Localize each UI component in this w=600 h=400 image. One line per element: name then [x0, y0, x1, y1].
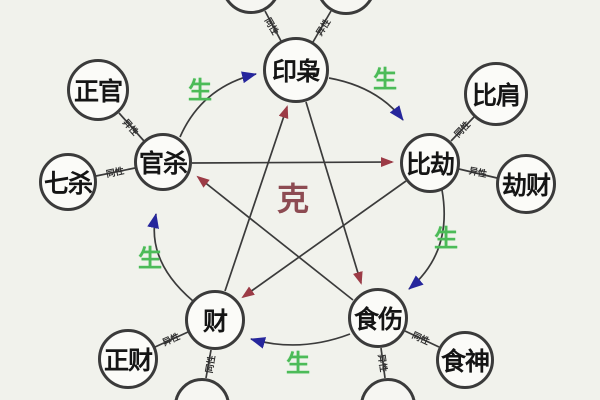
generate-label-bijie-shishang: 生	[434, 224, 458, 253]
node-guansha: 官杀	[134, 133, 192, 191]
node-shishen-label: 食神	[440, 347, 490, 376]
generate-arrow-bijie-to-shishang	[408, 189, 446, 290]
connector-zhengcai-cai	[154, 331, 189, 348]
generate-arrow-yinxiao-to-bijie	[328, 77, 404, 121]
relation-label-bottom-right: 异性	[375, 353, 388, 373]
node-zhengguan-label: 正官	[73, 77, 123, 106]
overcome-arrow-guansha-to-bijie	[191, 157, 394, 168]
overcome-center-label: 克	[276, 180, 310, 218]
connector-qisha-guansha	[95, 167, 136, 177]
generate-arrow-guansha-to-yinxiao	[179, 71, 257, 138]
node-shishang-label: 食伤	[353, 305, 403, 334]
node-zhengcai-label: 正财	[103, 346, 153, 375]
connector-shishen-shishang	[404, 330, 440, 348]
node-bijian-label: 比肩	[471, 81, 521, 110]
node-shishang: 食伤	[348, 288, 408, 348]
node-guansha-label: 官杀	[138, 149, 188, 178]
node-bijian: 比肩	[464, 62, 528, 126]
node-cai: 财	[185, 290, 245, 350]
node-qisha-label: 七杀	[43, 169, 93, 198]
node-jiecai: 劫财	[496, 154, 556, 214]
node-bijie: 比劫	[400, 133, 460, 193]
connector-zhengguan-guansha	[118, 112, 145, 142]
generate-arrow-cai-to-guansha	[147, 213, 194, 302]
generate-arrow-shishang-to-cai	[250, 333, 351, 349]
node-shishen: 食神	[436, 331, 494, 389]
overcome-arrow-cai-to-yinxiao	[224, 105, 289, 292]
connector-bottomright-shishang	[380, 347, 386, 379]
node-yinxiao-label: 印枭	[271, 57, 321, 86]
node-qisha: 七杀	[39, 153, 97, 211]
connector-topright-yinxiao	[312, 10, 332, 43]
generate-label-shishang-cai: 生	[286, 349, 310, 378]
node-zhengcai: 正财	[98, 329, 158, 389]
overcome-arrow-yinxiao-to-shishang	[305, 101, 363, 285]
node-yinxiao: 印枭	[263, 37, 329, 103]
node-cai-label: 财	[202, 307, 228, 336]
node-jiecai-label: 劫财	[501, 171, 551, 200]
overcome-arrow-bijie-to-cai	[241, 180, 407, 299]
generate-label-yinxiao-bijie: 生	[373, 65, 397, 94]
overcome-arrow-shishang-to-guansha	[196, 175, 354, 301]
connector-bijian-bijie	[450, 116, 475, 142]
connector-jiecai-bijie	[458, 168, 498, 179]
connector-bottomleft-cai	[205, 349, 212, 379]
node-bijie-label: 比劫	[405, 150, 455, 179]
connector-topleft-yinxiao	[264, 10, 282, 42]
node-zhengguan: 正官	[67, 59, 129, 121]
generate-label-guansha-yinxiao: 生	[188, 76, 212, 105]
generate-label-cai-guansha: 生	[138, 244, 162, 273]
